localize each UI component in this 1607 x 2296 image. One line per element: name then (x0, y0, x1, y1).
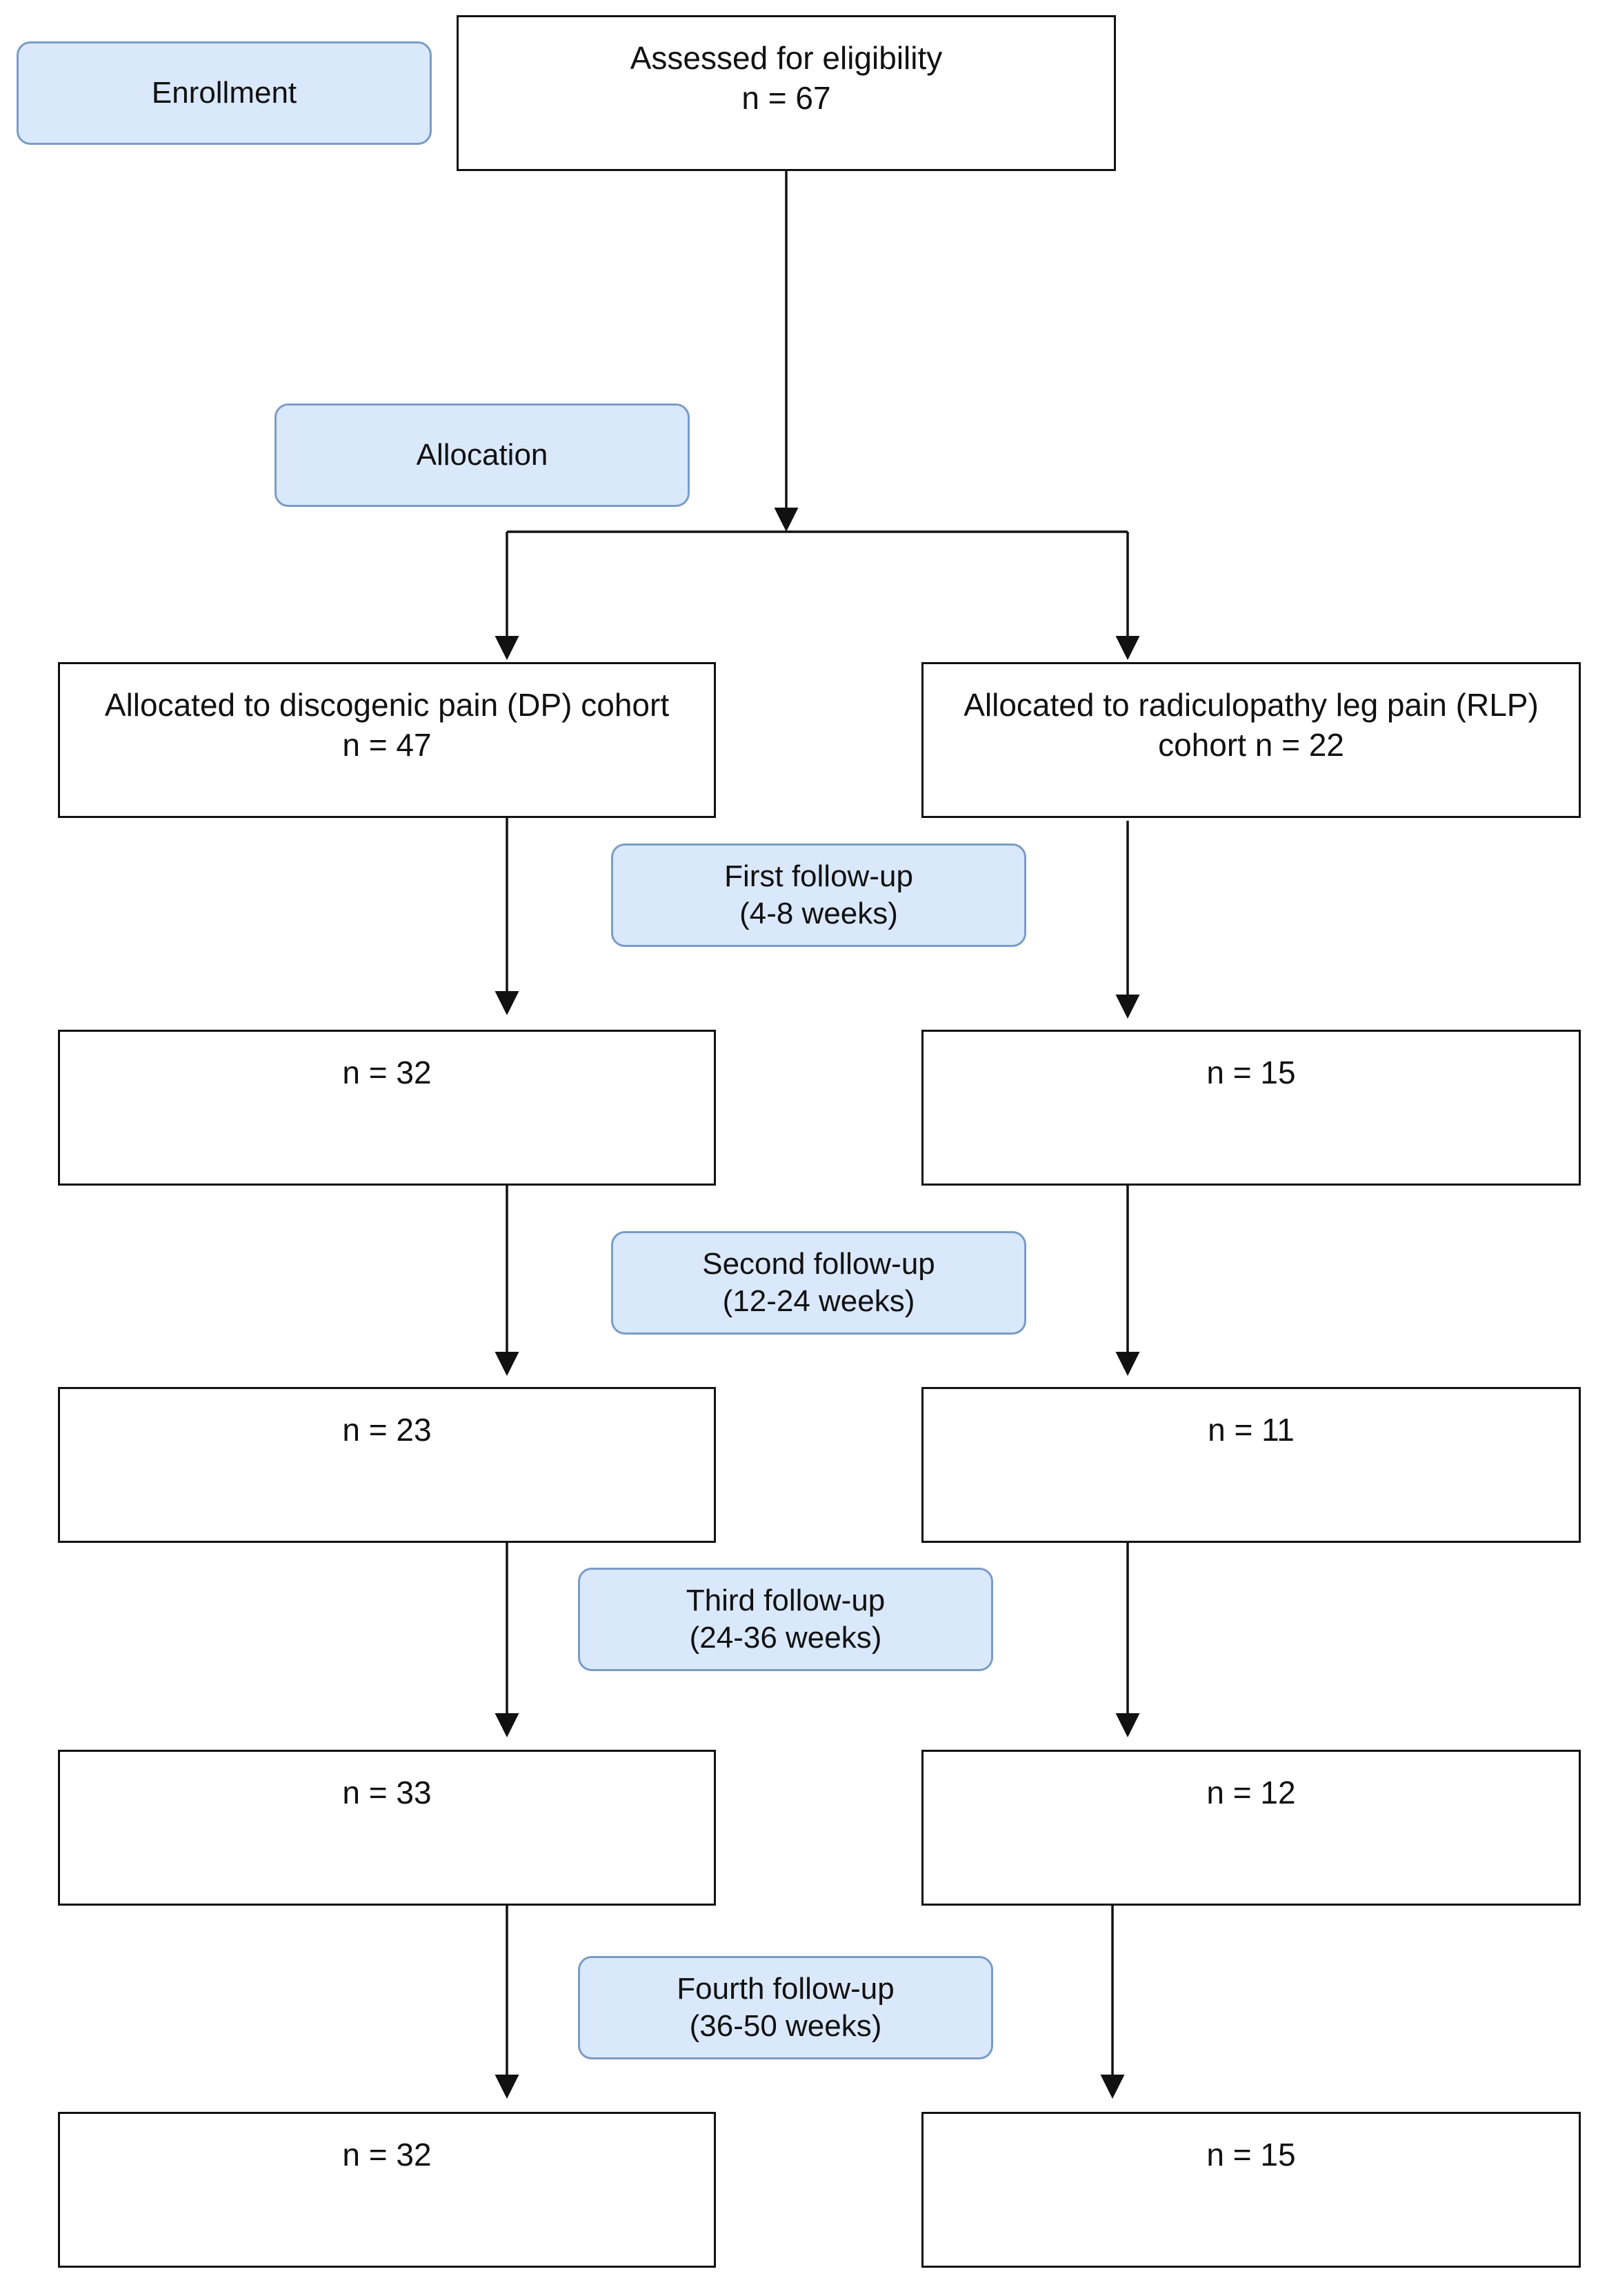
dp-fourth-followup-box: n = 32 (58, 2112, 716, 2268)
rlp-second-followup-box: n = 11 (921, 1387, 1581, 1543)
rlp-first-followup-box: n = 15 (921, 1030, 1581, 1186)
assessed-count: n = 67 (741, 80, 831, 116)
rlp-fourth-count: n = 15 (1206, 2137, 1296, 2173)
assessed-box: Assessed for eligibility n = 67 (457, 15, 1116, 171)
second-followup-label: Second follow-up (12-24 weeks) (611, 1231, 1026, 1335)
rlp-fourth-followup-box: n = 15 (921, 2112, 1581, 2268)
rlp-cohort-box: Allocated to radiculopathy leg pain (RLP… (921, 662, 1581, 818)
dp-first-followup-box: n = 32 (58, 1030, 716, 1186)
first-followup-title: First follow-up (724, 859, 913, 893)
enrollment-text: Enrollment (151, 76, 297, 110)
rlp-second-count: n = 11 (1208, 1412, 1295, 1448)
first-followup-label: First follow-up (4-8 weeks) (611, 843, 1026, 947)
third-followup-title: Third follow-up (686, 1584, 886, 1617)
dp-cohort-title: Allocated to discogenic pain (DP) cohort (104, 687, 670, 723)
dp-second-followup-box: n = 23 (58, 1387, 716, 1543)
fourth-followup-title: Fourth follow-up (677, 1972, 895, 2006)
third-followup-range: (24-36 weeks) (689, 1621, 882, 1655)
dp-first-count: n = 32 (342, 1055, 432, 1090)
dp-cohort-box: Allocated to discogenic pain (DP) cohort… (58, 662, 716, 818)
dp-cohort-count: n = 47 (342, 727, 432, 763)
fourth-followup-label: Fourth follow-up (36-50 weeks) (578, 1956, 993, 2059)
rlp-cohort-count: cohort n = 22 (1158, 727, 1344, 763)
allocation-text: Allocation (416, 438, 548, 472)
dp-third-count: n = 33 (342, 1775, 432, 1810)
dp-fourth-count: n = 32 (342, 2137, 432, 2173)
rlp-cohort-title: Allocated to radiculopathy leg pain (RLP… (964, 687, 1539, 723)
dp-third-followup-box: n = 33 (58, 1750, 716, 1906)
rlp-third-followup-box: n = 12 (921, 1750, 1581, 1906)
assessed-title: Assessed for eligibility (630, 40, 943, 76)
enrollment-label: Enrollment (17, 41, 432, 145)
rlp-first-count: n = 15 (1206, 1055, 1296, 1090)
fourth-followup-range: (36-50 weeks) (689, 2009, 882, 2043)
second-followup-title: Second follow-up (702, 1247, 935, 1281)
dp-second-count: n = 23 (342, 1412, 432, 1448)
allocation-label: Allocation (275, 403, 690, 507)
first-followup-range: (4-8 weeks) (739, 897, 898, 930)
third-followup-label: Third follow-up (24-36 weeks) (578, 1568, 993, 1671)
second-followup-range: (12-24 weeks) (722, 1284, 915, 1318)
rlp-third-count: n = 12 (1206, 1775, 1296, 1810)
